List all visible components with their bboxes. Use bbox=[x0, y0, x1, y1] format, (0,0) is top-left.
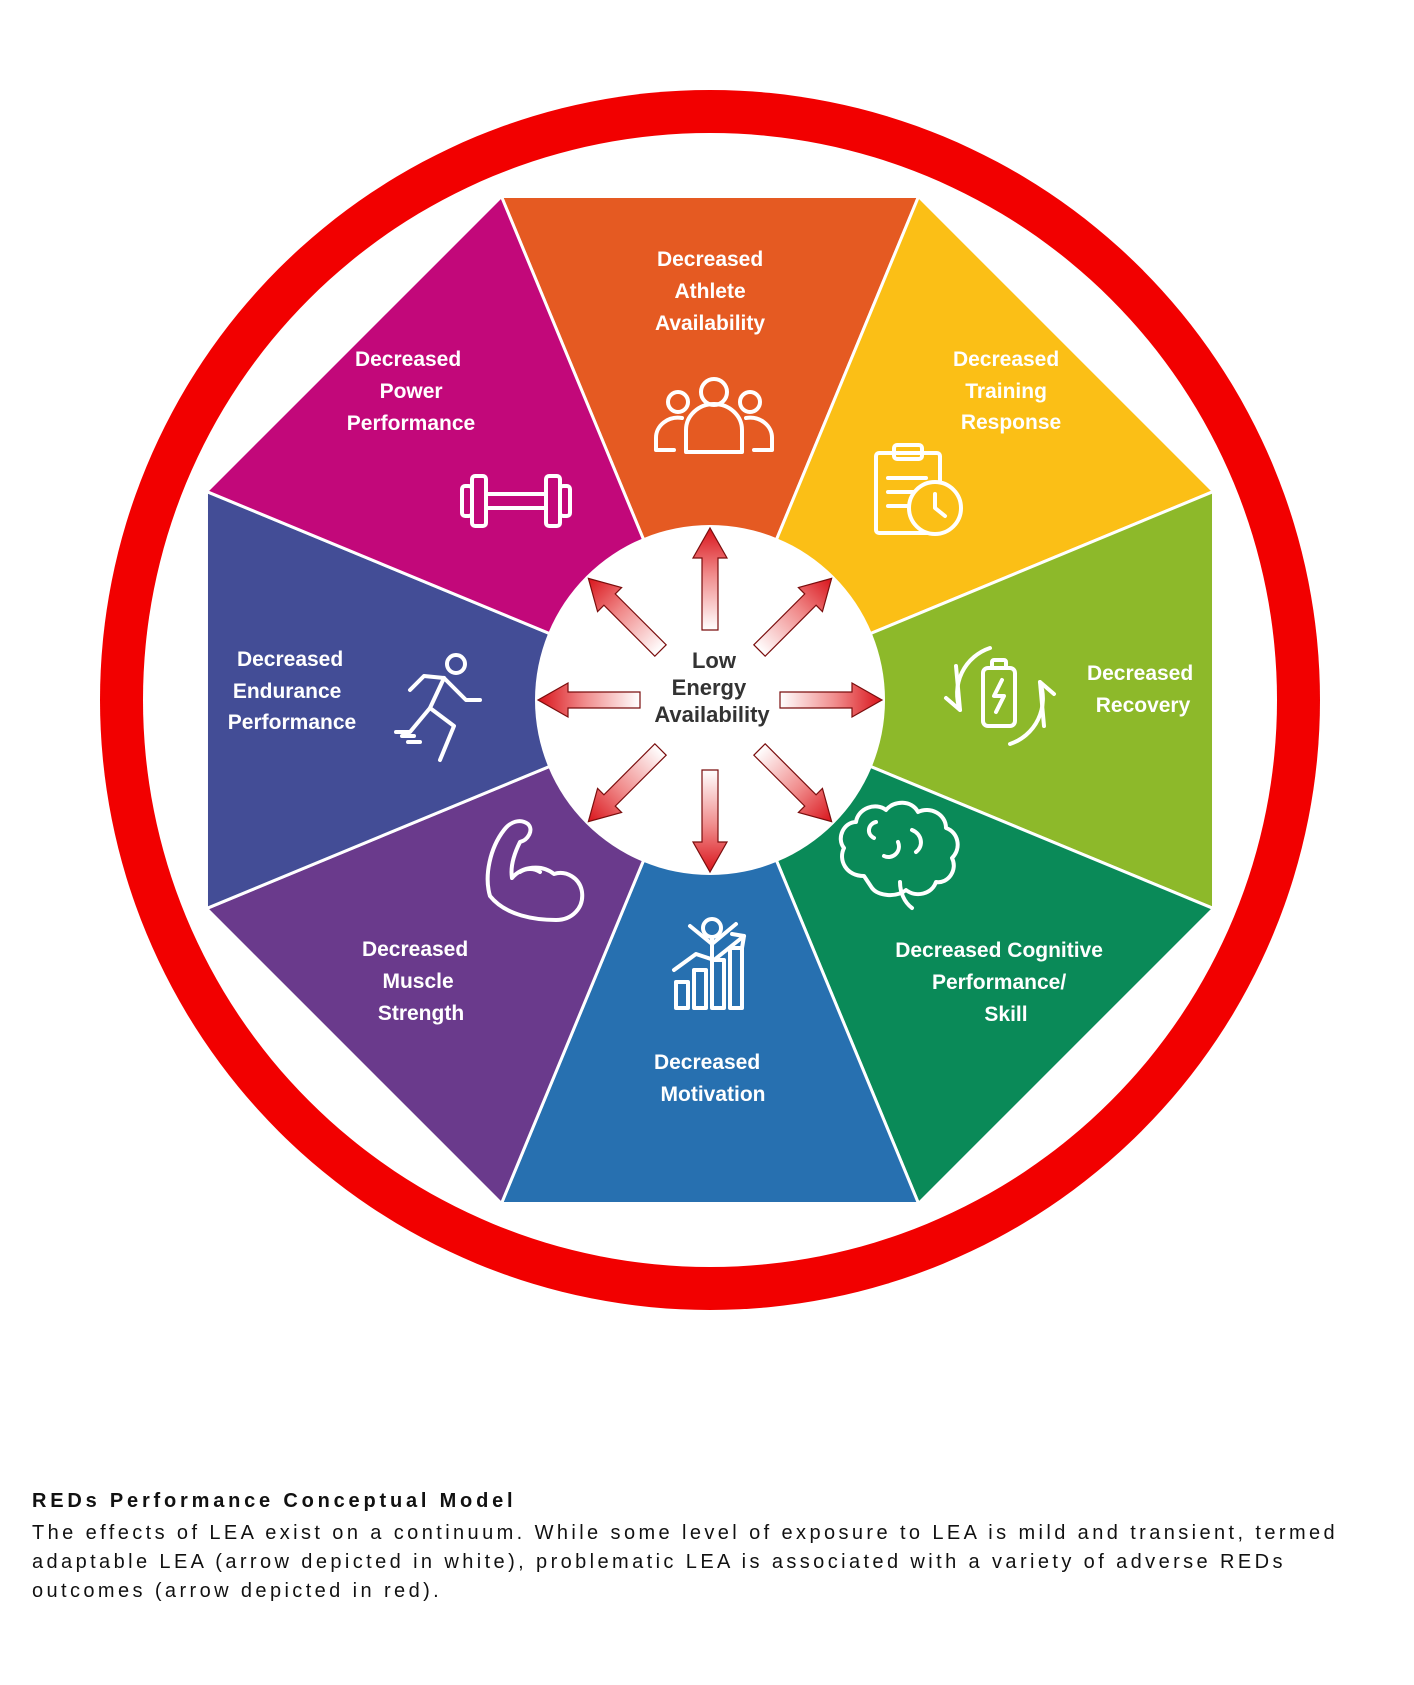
growth-chart-person-icon bbox=[672, 917, 746, 1010]
caption-title: REDs Performance Conceptual Model bbox=[32, 1490, 517, 1512]
arrow bbox=[536, 681, 641, 719]
group-icon bbox=[653, 377, 775, 454]
caption: REDs Performance Conceptual Model The ef… bbox=[32, 1490, 1382, 1606]
center-label-line-2: Energy bbox=[672, 675, 747, 700]
center-label: Low Energy Availability bbox=[654, 648, 770, 727]
label-training-response: Decreased Training Response bbox=[953, 348, 1065, 434]
arrow bbox=[691, 526, 729, 631]
clipboard-clock-icon bbox=[874, 443, 963, 536]
flexed-arm-icon bbox=[485, 819, 585, 922]
label-athlete-availability: Decreased Athlete Availability bbox=[655, 248, 769, 335]
arrow bbox=[752, 577, 833, 658]
label-muscle-strength: Decreased Muscle Strength bbox=[362, 938, 474, 1025]
brain-icon bbox=[838, 800, 960, 910]
center-label-line-1: Low bbox=[692, 648, 737, 673]
arrow bbox=[691, 769, 729, 874]
center-label-line-3: Availability bbox=[654, 702, 770, 727]
dumbbell-icon bbox=[460, 474, 572, 528]
arrow bbox=[587, 742, 668, 823]
arrow bbox=[779, 681, 884, 719]
label-cognitive-performance: Decreased Cognitive Performance/ Skill bbox=[895, 939, 1109, 1026]
segment-power-performance bbox=[204, 194, 712, 702]
arrow-group bbox=[536, 526, 884, 874]
label-motivation: Decreased Motivation bbox=[654, 1051, 766, 1106]
caption-body: The effects of LEA exist on a continuum.… bbox=[32, 1522, 1339, 1602]
segment-labels: Decreased Athlete Availability Decreased… bbox=[228, 248, 1199, 1106]
runner-icon bbox=[394, 653, 482, 762]
label-recovery: Decreased Recovery bbox=[1087, 662, 1199, 717]
reds-wheel-diagram: REDs: Relative Energy Deficiency in Spor… bbox=[100, 90, 1320, 1310]
label-endurance-performance: Decreased Endurance Performance bbox=[228, 648, 356, 734]
arrow bbox=[752, 742, 833, 823]
battery-recharge-icon bbox=[944, 646, 1056, 746]
arrow bbox=[587, 577, 668, 658]
label-power-performance: Decreased Power Performance bbox=[347, 348, 475, 435]
